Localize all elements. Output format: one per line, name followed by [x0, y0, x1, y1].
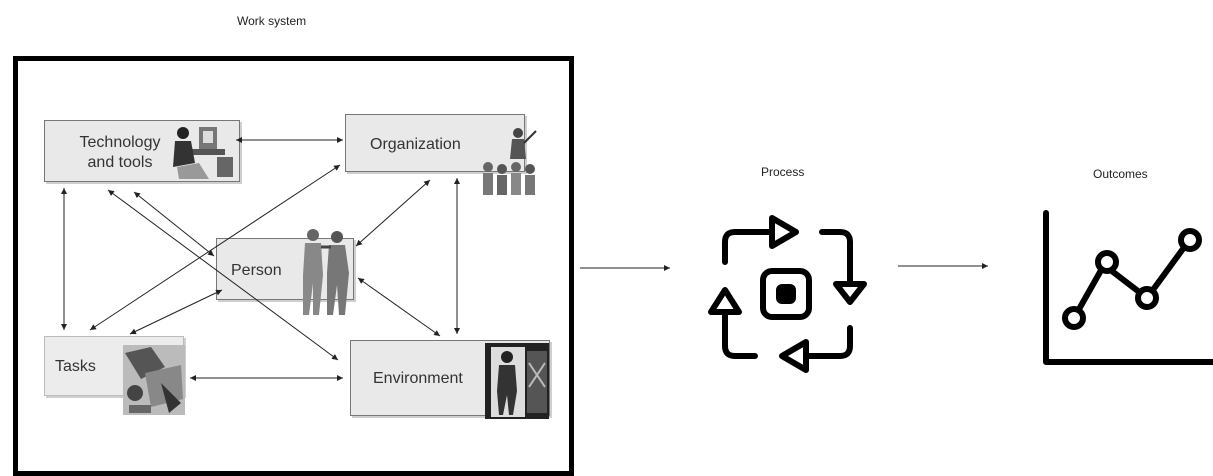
line-chart-icon: [1043, 210, 1213, 365]
person-env-arrow: [357, 277, 441, 337]
work-system-title: Work system: [237, 14, 307, 28]
tech-env-arrow: [107, 189, 339, 361]
tasks-org-arrow: [89, 164, 341, 331]
organization-node: Organization: [345, 114, 537, 195]
process-cycle-icon: [708, 215, 867, 373]
process-title: Process: [761, 165, 805, 179]
org-person-arrow: [355, 179, 431, 247]
environment-label: Environment: [373, 370, 463, 387]
organization-label: Organization: [370, 136, 461, 153]
person-tasks-arrow: [129, 289, 223, 335]
tech-person-arrow: [133, 191, 215, 257]
outcomes-title: Outcomes: [1093, 167, 1148, 181]
organization-group-image: [483, 128, 537, 195]
environment-node: Environment: [350, 340, 550, 419]
environment-figure-image: [485, 343, 549, 419]
tasks-label: Tasks: [55, 358, 96, 375]
